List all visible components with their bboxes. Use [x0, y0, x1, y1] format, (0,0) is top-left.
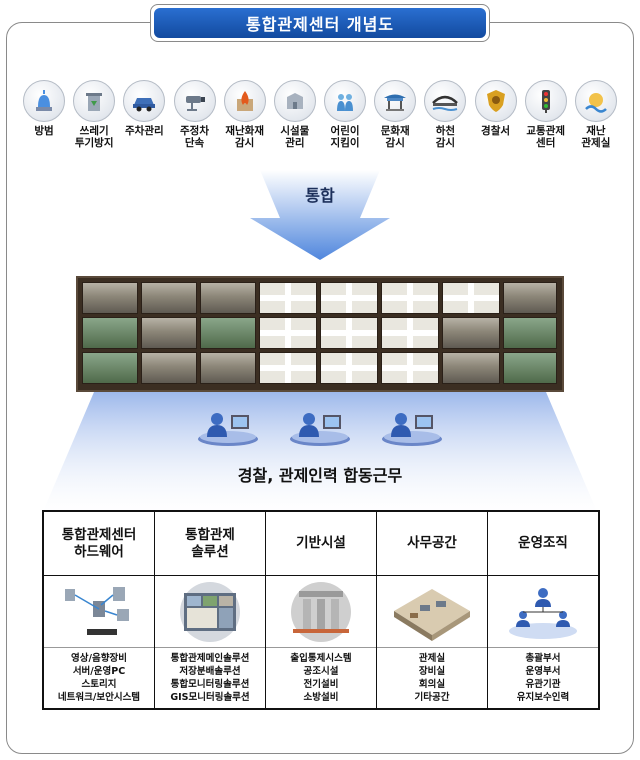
- video-wall-screen: [503, 317, 557, 349]
- video-wall-screen: [82, 352, 138, 384]
- component-item: 기타공간: [414, 691, 450, 703]
- map-screen: [381, 317, 439, 349]
- column-office: 사무공간 관제실 장비실 회의실 기타공간: [377, 512, 488, 708]
- column-solution: 통합관제 솔루션 통합관제메인솔루션 저장분배솔루션 통합모니터링솔루션 GIS…: [155, 512, 266, 708]
- column-hardware: 통합관제센터 하드웨어 영상/음향장비 서버/운영PC 스토리지 네트워크/보안…: [44, 512, 155, 708]
- organization-icon: [488, 576, 598, 648]
- heritage-gate-icon: [374, 80, 417, 122]
- operator-workstation-icon: [195, 405, 261, 451]
- column-organization: 운영조직 총괄부서 운영부서 유관기관 유지보수인력: [488, 512, 598, 708]
- video-wall: [76, 276, 564, 392]
- column-infrastructure: 기반시설 출입통제시스템 공조시설 전기설비 소방설비: [266, 512, 377, 708]
- component-item: 통합관제메인솔루션: [170, 652, 250, 664]
- component-item: 저장분배솔루션: [179, 665, 241, 677]
- title-tab: 통합관제센터 개념도: [150, 4, 490, 42]
- map-screen: [320, 352, 378, 384]
- map-screen: [381, 352, 439, 384]
- video-wall-screen: [442, 352, 500, 384]
- component-item: 총괄부서: [525, 652, 561, 664]
- trash-bin-icon: [73, 80, 116, 122]
- column-header: 통합관제 솔루션: [155, 512, 265, 576]
- component-item: 서버/운영PC: [72, 665, 126, 677]
- service-item-crime-prevention: 방범: [20, 80, 68, 149]
- service-item-facility: 시설물 관리: [271, 80, 319, 149]
- column-header: 사무공간: [377, 512, 487, 576]
- service-item-children: 어린이 지킴이: [321, 80, 369, 149]
- service-icons-row: 방범 쓰레기 투기방지 주차관리 주정차 단속 재난화재 감시 시설물 관리: [20, 80, 620, 149]
- component-item: 회의실: [418, 678, 446, 690]
- component-item: 출입통제시스템: [290, 652, 352, 664]
- component-item: 스토리지: [81, 678, 117, 690]
- video-wall-screen: [200, 352, 256, 384]
- operator-workstation-icon: [287, 405, 353, 451]
- components-table: 통합관제센터 하드웨어 영상/음향장비 서버/운영PC 스토리지 네트워크/보안…: [42, 510, 600, 710]
- fire-icon: [223, 80, 266, 122]
- office-space-icon: [377, 576, 487, 648]
- component-item: 전기설비: [303, 678, 339, 690]
- video-wall-screen: [200, 317, 256, 349]
- video-wall-screen: [141, 282, 197, 314]
- service-item-river: 하천 감시: [421, 80, 469, 149]
- map-screen: [320, 282, 378, 314]
- map-screen: [259, 282, 317, 314]
- column-header: 통합관제센터 하드웨어: [44, 512, 154, 576]
- component-item: 유관기관: [525, 678, 561, 690]
- video-wall-screen: [200, 282, 256, 314]
- map-screen: [320, 317, 378, 349]
- service-item-parking: 주차관리: [120, 80, 168, 149]
- merge-arrow: 통합: [250, 170, 390, 260]
- component-item: 관제실: [418, 652, 446, 664]
- component-item: 장비실: [418, 665, 446, 677]
- police-badge-icon: [474, 80, 517, 122]
- traffic-light-icon: [524, 80, 567, 122]
- column-header: 운영조직: [488, 512, 598, 576]
- operator-workstations: [195, 405, 445, 451]
- facility-icon: [273, 80, 316, 122]
- service-item-parking-enforcement: 주정차 단속: [171, 80, 219, 149]
- map-screen: [259, 352, 317, 384]
- video-wall-screen: [442, 317, 500, 349]
- service-item-traffic: 교통관제 센터: [522, 80, 570, 149]
- component-item: 영상/음향장비: [71, 652, 127, 664]
- infrastructure-icon: [266, 576, 376, 648]
- video-wall-screen: [141, 317, 197, 349]
- merge-label: 통합: [305, 186, 335, 205]
- video-wall-screen: [141, 352, 197, 384]
- video-wall-screen: [503, 352, 557, 384]
- service-item-disaster: 재난 관제실: [572, 80, 620, 149]
- component-item: 소방설비: [303, 691, 339, 703]
- light-beam: [30, 392, 610, 514]
- component-item: 공조시설: [303, 665, 339, 677]
- map-screen: [259, 317, 317, 349]
- siren-icon: [23, 80, 65, 122]
- children-icon: [324, 80, 367, 122]
- video-wall-screen: [82, 317, 138, 349]
- component-item: 운영부서: [525, 665, 561, 677]
- service-item-fire: 재난화재 감시: [221, 80, 269, 149]
- service-item-heritage: 문화재 감시: [371, 80, 419, 149]
- car-icon: [123, 80, 166, 122]
- service-item-police: 경찰서: [472, 80, 520, 149]
- component-item: GIS모니터링솔루션: [170, 691, 250, 703]
- cooperation-label: 경찰, 관제인력 합동근무: [237, 466, 403, 485]
- disaster-icon: [574, 80, 617, 122]
- bridge-icon: [424, 80, 467, 122]
- column-header: 기반시설: [266, 512, 376, 576]
- service-item-trash: 쓰레기 투기방지: [70, 80, 118, 149]
- cctv-camera-icon: [173, 80, 216, 122]
- map-screen: [381, 282, 439, 314]
- page-title: 통합관제센터 개념도: [154, 8, 486, 38]
- solution-screens-icon: [155, 576, 265, 648]
- component-item: 유지보수인력: [516, 691, 570, 703]
- operator-workstation-icon: [379, 405, 445, 451]
- network-hardware-icon: [44, 576, 154, 648]
- component-item: 통합모니터링솔루션: [170, 678, 250, 690]
- map-screen: [442, 282, 500, 314]
- component-item: 네트워크/보안시스템: [57, 691, 141, 703]
- video-wall-screen: [503, 282, 557, 314]
- video-wall-screen: [82, 282, 138, 314]
